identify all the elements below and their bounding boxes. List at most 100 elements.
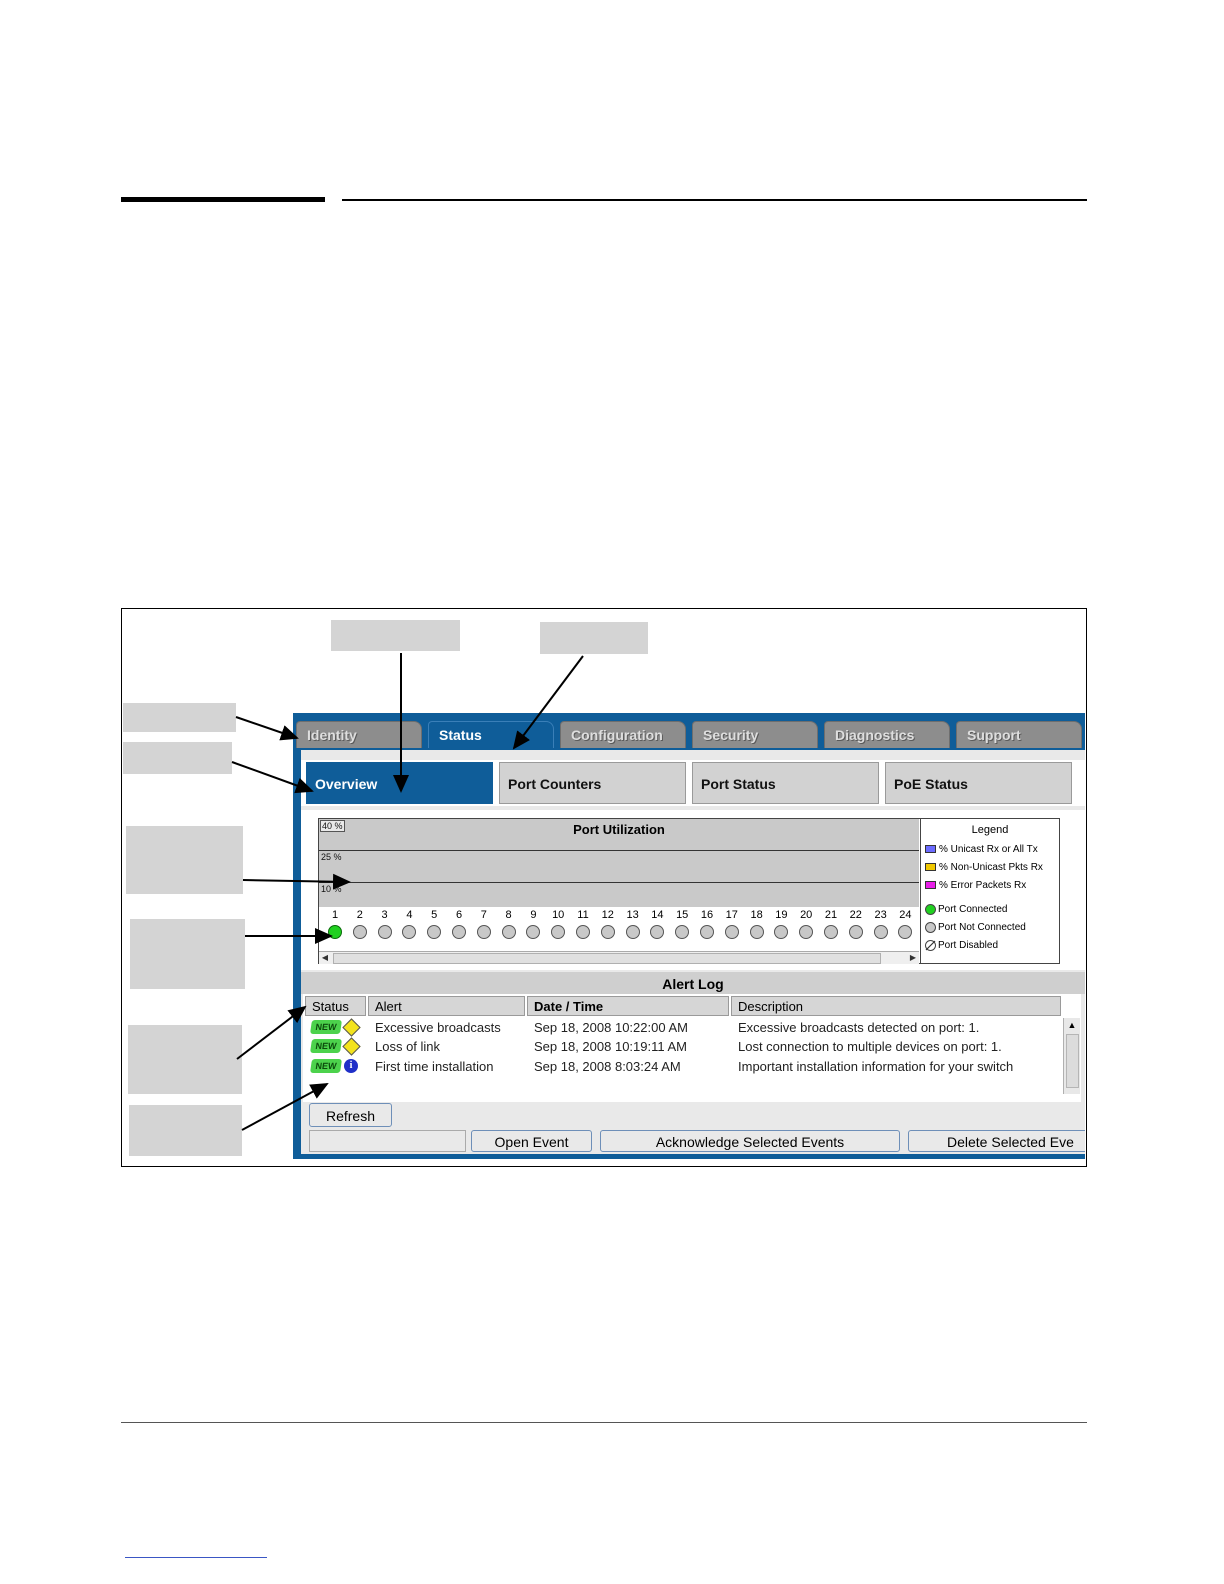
port-number-15: 15 xyxy=(676,909,689,921)
acknowledge-selected-events-button[interactable]: Acknowledge Selected Events xyxy=(600,1130,900,1152)
port-not-connected-icon-16[interactable] xyxy=(700,925,714,939)
port-not-connected-icon-15[interactable] xyxy=(675,925,690,939)
port-number-14: 14 xyxy=(651,909,664,921)
new-badge-icon: NEW xyxy=(310,1020,342,1034)
subtab-port-status[interactable]: Port Status xyxy=(692,762,879,804)
horizontal-scrollbar[interactable]: ◀ ▶ xyxy=(319,951,919,964)
port-not-connected-icon-12[interactable] xyxy=(600,925,615,939)
port-not-connected-icon-9[interactable] xyxy=(526,925,541,939)
callout-box-utilization xyxy=(126,826,243,894)
port-not-connected-icon-8[interactable] xyxy=(501,925,516,939)
port-number-1: 1 xyxy=(331,909,339,921)
port-not-connected-icon-2[interactable] xyxy=(352,925,367,939)
tab-configuration[interactable]: Configuration xyxy=(560,721,686,748)
port-not-connected-icon-4[interactable] xyxy=(402,925,417,939)
subtab-overview[interactable]: Overview xyxy=(306,762,493,804)
vertical-scrollbar[interactable]: ▲ xyxy=(1063,1018,1080,1094)
column-header-datetime[interactable]: Date / Time xyxy=(527,996,729,1016)
port-not-connected-icon-6[interactable] xyxy=(452,925,466,939)
tab-identity[interactable]: Identity xyxy=(296,721,422,748)
alert-description: Important installation information for y… xyxy=(738,1059,1014,1074)
port-not-connected-icon-3[interactable] xyxy=(377,925,392,939)
column-header-status[interactable]: Status xyxy=(305,996,366,1016)
callout-box-tabs xyxy=(123,703,236,732)
callout-box-subtabs xyxy=(123,742,232,774)
gridline-10 xyxy=(319,882,919,883)
port-not-connected-icon-10[interactable] xyxy=(551,925,566,939)
port-not-connected-icon-5[interactable] xyxy=(427,925,442,939)
legend-item-error: % Error Packets Rx xyxy=(925,879,1026,893)
port-not-connected-icon-19[interactable] xyxy=(774,925,789,939)
error-swatch xyxy=(925,881,936,890)
port-not-connected-icon-23[interactable] xyxy=(873,925,888,939)
status-panel: Overview Port Counters Port Status PoE S… xyxy=(301,750,1085,1154)
alert-datetime: Sep 18, 2008 10:22:00 AM xyxy=(534,1020,688,1035)
callout-box-alert-log xyxy=(128,1025,242,1094)
scroll-left-icon[interactable]: ◀ xyxy=(321,953,329,962)
utilization-plot: Port Utilization 40 % 25 % 10 % xyxy=(319,819,919,907)
port-number-12: 12 xyxy=(601,909,614,921)
open-event-button[interactable]: Open Event xyxy=(471,1130,592,1152)
unicast-swatch xyxy=(925,845,936,854)
port-number-24: 24 xyxy=(899,909,912,921)
main-tab-bar: Identity Status Configuration Security D… xyxy=(293,713,1085,751)
port-not-connected-icon-22[interactable] xyxy=(848,925,863,939)
port-number-5: 5 xyxy=(431,909,438,921)
sub-tab-bar: Overview Port Counters Port Status PoE S… xyxy=(301,760,1085,806)
scrollbar-thumb[interactable] xyxy=(1066,1034,1079,1088)
port-not-connected-icon-11[interactable] xyxy=(576,925,590,939)
legend: Legend % Unicast Rx or All Tx % Non-Unic… xyxy=(920,818,1060,964)
new-badge-icon: NEW xyxy=(310,1059,342,1073)
port-number-10: 10 xyxy=(552,909,565,921)
legend-item-port-disabled: Port Disabled xyxy=(925,939,998,953)
tab-status[interactable]: Status xyxy=(428,721,554,748)
tab-diagnostics[interactable]: Diagnostics xyxy=(824,721,950,748)
port-number-21: 21 xyxy=(824,909,838,921)
port-number-23: 23 xyxy=(874,909,887,921)
port-not-connected-icon xyxy=(925,921,936,933)
legend-label: Port Disabled xyxy=(938,940,999,951)
gridline-25 xyxy=(319,850,919,851)
scrollbar-thumb[interactable] xyxy=(333,953,881,964)
y-label-10: 10 % xyxy=(321,884,342,894)
subtab-poe-status[interactable]: PoE Status xyxy=(885,762,1072,804)
callout-box-subtab xyxy=(331,620,460,651)
refresh-button[interactable]: Refresh xyxy=(309,1103,392,1127)
port-number-13: 13 xyxy=(626,909,639,921)
port-number-4: 4 xyxy=(406,909,413,921)
alert-name: First time installation xyxy=(375,1059,494,1074)
port-number-18: 18 xyxy=(750,909,763,921)
port-connected-icon-1[interactable] xyxy=(328,925,342,939)
port-not-connected-icon-18[interactable] xyxy=(749,925,764,939)
legend-label: Port Connected xyxy=(938,904,1008,915)
port-not-connected-icon-14[interactable] xyxy=(650,925,665,939)
warning-icon xyxy=(342,1037,361,1056)
port-disabled-icon xyxy=(925,939,936,951)
port-not-connected-icon-13[interactable] xyxy=(625,925,640,939)
alert-datetime: Sep 18, 2008 10:19:11 AM xyxy=(534,1039,687,1054)
port-not-connected-icon-17[interactable] xyxy=(724,925,739,939)
port-number-20: 20 xyxy=(800,909,813,921)
callout-box-active-tab xyxy=(540,622,648,654)
port-not-connected-icon-7[interactable] xyxy=(476,925,491,939)
subtab-port-counters[interactable]: Port Counters xyxy=(499,762,686,804)
column-header-description[interactable]: Description xyxy=(731,996,1061,1016)
y-label-25: 25 % xyxy=(321,852,342,862)
port-not-connected-icon-21[interactable] xyxy=(824,925,838,939)
scroll-right-icon[interactable]: ▶ xyxy=(909,953,917,962)
column-header-alert[interactable]: Alert xyxy=(368,996,525,1016)
non-unicast-swatch xyxy=(925,863,936,872)
tab-security[interactable]: Security xyxy=(692,721,818,748)
port-number-19: 19 xyxy=(775,909,788,921)
legend-label: % Non-Unicast Pkts Rx xyxy=(939,862,1043,873)
scroll-up-icon[interactable]: ▲ xyxy=(1067,1020,1077,1030)
header-rule-thick xyxy=(121,197,325,202)
port-not-connected-icon-20[interactable] xyxy=(799,925,814,939)
blank-field xyxy=(309,1130,466,1152)
tab-support[interactable]: Support xyxy=(956,721,1082,748)
port-not-connected-icon-24[interactable] xyxy=(898,925,913,939)
delete-selected-events-button[interactable]: Delete Selected Eve xyxy=(908,1130,1085,1152)
legend-item-port-not-connected: Port Not Connected xyxy=(925,921,1026,935)
